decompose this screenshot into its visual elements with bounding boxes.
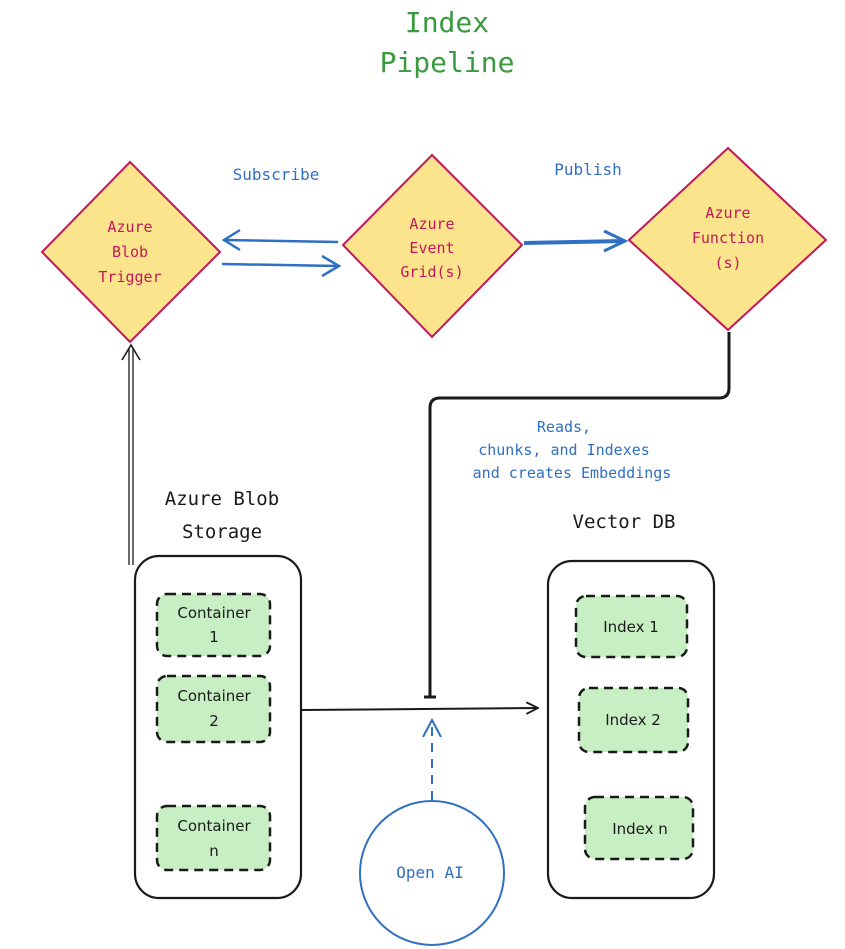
blob-trigger-label-3: Trigger [98, 268, 161, 286]
index-n-label: Index n [612, 820, 668, 838]
index-2-label: Index 2 [605, 711, 661, 729]
diagram-title-line-2: Pipeline [380, 46, 515, 79]
openai-to-pipeline-edge [422, 717, 442, 800]
subscribe-label: Subscribe [233, 165, 320, 184]
diagram-title-line-1: Index [405, 6, 489, 39]
event-grid-label-2: Event [409, 239, 454, 257]
blob-trigger-label-1: Azure [107, 218, 152, 236]
blob-storage-title-1: Azure Blob [165, 488, 279, 510]
azure-function-label-3: (s) [714, 254, 741, 272]
container-1-label-2: 1 [209, 628, 219, 646]
reads-label-1: Reads, [537, 418, 591, 436]
index-1-box[interactable]: Index 1 [574, 594, 689, 659]
open-ai-node[interactable]: Open AI [359, 800, 505, 946]
container-n-label-2: n [209, 842, 219, 860]
storage-to-vector-edge [300, 708, 538, 710]
event-grid-node[interactable]: Azure Event Grid(s) [341, 153, 524, 339]
container-1-label-1: Container [177, 604, 251, 622]
azure-function-node[interactable]: Azure Function (s) [627, 146, 828, 332]
blob-trigger-label-2: Blob [112, 243, 148, 261]
function-to-pipeline-edge [424, 332, 731, 699]
reads-label-3: and creates Embeddings [473, 464, 672, 482]
vector-db-group [546, 559, 716, 900]
vector-db-title: Vector DB [573, 511, 676, 533]
open-ai-label: Open AI [396, 863, 463, 882]
azure-function-label-2: Function [692, 229, 764, 247]
publish-label: Publish [554, 160, 621, 179]
event-grid-label-3: Grid(s) [400, 263, 463, 281]
index-2-box[interactable]: Index 2 [577, 686, 690, 754]
container-2-label-2: 2 [209, 712, 219, 730]
event-grid-label-1: Azure [409, 215, 454, 233]
index-1-label: Index 1 [603, 618, 659, 636]
container-1-box[interactable]: Container 1 [155, 592, 272, 658]
blob-storage-group [133, 554, 303, 900]
container-n-label-1: Container [177, 817, 251, 835]
container-2-label-1: Container [177, 687, 251, 705]
azure-function-label-1: Azure [705, 204, 750, 222]
storage-to-trigger-edge [121, 343, 141, 565]
reads-label-2: chunks, and Indexes [478, 441, 650, 459]
index-n-box[interactable]: Index n [583, 795, 695, 861]
publish-edge [523, 229, 629, 253]
subscribe-edge [221, 228, 342, 278]
blob-trigger-node[interactable]: Azure Blob Trigger [40, 160, 222, 344]
container-2-box[interactable]: Container 2 [155, 674, 272, 744]
container-n-box[interactable]: Container n [155, 804, 272, 872]
blob-storage-title-2: Storage [182, 521, 262, 543]
